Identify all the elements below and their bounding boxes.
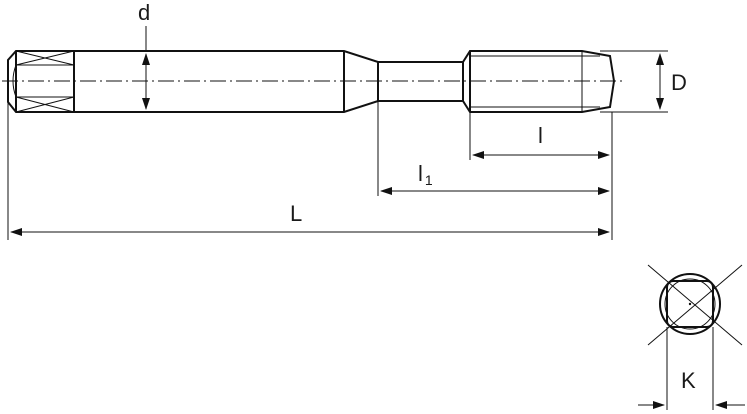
label-D: D xyxy=(671,70,687,95)
square-drive-end xyxy=(12,50,75,113)
dimension-D: D xyxy=(600,50,687,113)
dimension-L: L xyxy=(7,102,610,240)
end-view-inner-circle xyxy=(664,278,716,330)
label-K: K xyxy=(681,368,696,393)
label-d: d xyxy=(138,0,150,25)
end-view-square xyxy=(666,280,714,328)
dimension-d: d xyxy=(138,0,150,110)
tap-shank xyxy=(7,50,616,113)
end-view xyxy=(647,264,743,346)
end-view-center-dot xyxy=(688,302,692,306)
tap-side-view xyxy=(2,50,622,113)
dimension-l: l xyxy=(469,112,613,240)
end-view-outer-circle xyxy=(659,273,721,335)
dimension-K: K xyxy=(638,327,745,410)
label-l: l xyxy=(538,123,543,148)
end-view-diagonal-2 xyxy=(647,264,743,346)
label-L: L xyxy=(290,201,302,226)
